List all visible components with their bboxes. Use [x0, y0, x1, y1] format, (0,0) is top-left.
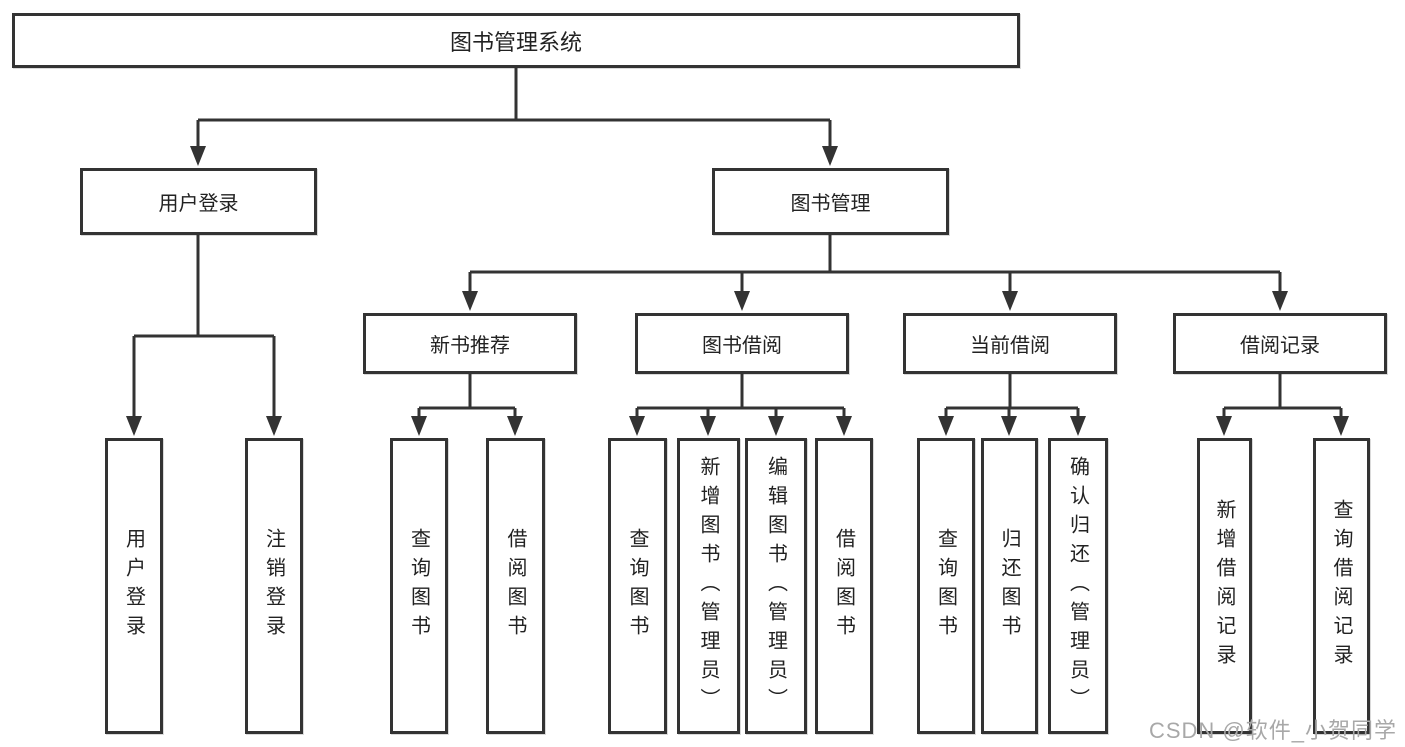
- leaf-borrow-books-recommend: 借阅图书: [486, 438, 545, 734]
- node-user-login-label: 用户登录: [158, 193, 239, 215]
- node-current-borrow-label: 当前借阅: [970, 335, 1050, 357]
- arrowheads-level2: [190, 146, 838, 166]
- leaf-query-books-recommend: 查询图书: [390, 438, 448, 734]
- node-borrow-records-label: 借阅记录: [1240, 335, 1320, 357]
- leaf-edit-books-admin: 编辑图书（管理员）: [745, 438, 807, 734]
- leaf-query-borrow-record: 查询借阅记录: [1313, 438, 1370, 734]
- csdn-watermark: CSDN @软件_小贺同学: [1148, 718, 1397, 743]
- node-new-book-recommend-label: 新书推荐: [430, 335, 510, 357]
- leaf-confirm-return-admin: 确认归还（管理员）: [1048, 438, 1108, 734]
- arrowheads-leaves: [411, 416, 1349, 436]
- leaf-edit-books-admin-label: 编辑图书（管理员）: [764, 455, 787, 717]
- leaf-add-borrow-record: 新增借阅记录: [1197, 438, 1252, 734]
- leaf-borrow-books-label: 借阅图书: [832, 528, 855, 644]
- node-new-book-recommend: 新书推荐: [363, 313, 577, 374]
- leaf-return-books-label: 归还图书: [998, 528, 1020, 644]
- connector-current-borrow-leaves: [944, 374, 1080, 418]
- node-book-borrow-label: 图书借阅: [702, 335, 782, 357]
- leaf-borrow-books: 借阅图书: [815, 438, 873, 734]
- node-root-system: 图书管理系统: [12, 13, 1020, 68]
- node-book-borrow: 图书借阅: [635, 313, 849, 374]
- leaf-user-login: 用户登录: [105, 438, 163, 734]
- leaf-borrow-books-recommend-label: 借阅图书: [504, 528, 526, 644]
- leaf-query-books-current-label: 查询图书: [934, 528, 957, 644]
- connector-book-borrow-leaves: [635, 374, 846, 418]
- leaf-query-books-borrow: 查询图书: [608, 438, 667, 734]
- node-book-management: 图书管理: [712, 168, 949, 235]
- connector-new-book-recommend-leaves: [417, 374, 517, 418]
- connector-root-to-level2: [196, 68, 832, 148]
- connector-user-login-to-leaves: [132, 235, 276, 418]
- leaf-query-borrow-record-label: 查询借阅记录: [1330, 499, 1352, 673]
- node-book-management-label: 图书管理: [790, 193, 871, 215]
- leaf-return-books: 归还图书: [981, 438, 1038, 734]
- leaf-add-books-admin: 新增图书（管理员）: [677, 438, 740, 734]
- node-root-label: 图书管理系统: [449, 29, 582, 55]
- leaf-logout: 注销登录: [245, 438, 303, 734]
- leaf-add-borrow-record-label: 新增借阅记录: [1213, 499, 1235, 673]
- node-current-borrow: 当前借阅: [903, 313, 1117, 374]
- leaf-user-login-label: 用户登录: [122, 528, 145, 644]
- leaf-query-books-borrow-label: 查询图书: [626, 528, 648, 644]
- node-user-login: 用户登录: [80, 168, 317, 235]
- leaf-query-books-current: 查询图书: [917, 438, 975, 734]
- arrowheads-level3: [462, 291, 1288, 311]
- leaf-add-books-admin-label: 新增图书（管理员）: [697, 455, 719, 717]
- arrowheads-user-login-leaves: [126, 416, 282, 436]
- leaf-confirm-return-admin-label: 确认归还（管理员）: [1066, 455, 1089, 717]
- leaf-logout-label: 注销登录: [262, 528, 285, 644]
- leaf-query-books-recommend-label: 查询图书: [407, 528, 430, 644]
- connector-book-mgmt-to-level3: [468, 235, 1282, 293]
- node-borrow-records: 借阅记录: [1173, 313, 1387, 374]
- connector-borrow-records-leaves: [1222, 374, 1343, 418]
